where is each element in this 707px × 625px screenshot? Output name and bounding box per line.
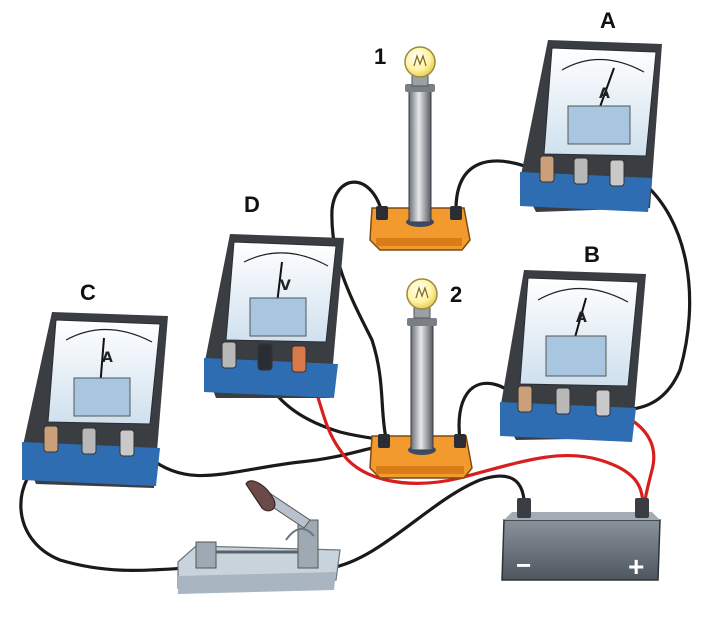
terminal-icon bbox=[43, 425, 59, 453]
terminal-icon bbox=[609, 159, 625, 187]
bulb-icon bbox=[406, 278, 438, 310]
label-a: A bbox=[600, 8, 616, 33]
label-bulb-1: 1 bbox=[374, 44, 386, 69]
terminal-icon bbox=[517, 385, 533, 413]
wire-ammeter-c-to-switch bbox=[19, 454, 190, 572]
terminal-icon bbox=[119, 429, 135, 457]
ammeter-a: A A bbox=[520, 8, 662, 212]
terminal-icon bbox=[81, 427, 97, 455]
terminal-icon bbox=[257, 343, 273, 371]
terminal-icon bbox=[573, 157, 589, 185]
terminal-icon bbox=[376, 206, 388, 220]
black-wires bbox=[19, 159, 692, 572]
lamp-holder-2 bbox=[369, 278, 473, 479]
battery-plus-sign: + bbox=[628, 551, 644, 582]
terminal-icon bbox=[539, 155, 555, 183]
battery-terminal-plus-icon bbox=[635, 498, 649, 518]
terminal-icon bbox=[555, 387, 571, 415]
wire-switch-to-battery-minus bbox=[328, 474, 526, 570]
battery-minus-sign: − bbox=[516, 550, 531, 580]
meter-symbol: A bbox=[599, 86, 610, 102]
battery: − + bbox=[501, 498, 661, 582]
terminal-icon bbox=[454, 434, 466, 448]
wire-bulb1-left-to-bulb2 bbox=[330, 180, 388, 440]
label-d: D bbox=[244, 192, 260, 217]
wire-ammeter-c-to-bulb2 bbox=[148, 444, 384, 478]
wire-ammeter-a-to-ammeter-b bbox=[616, 178, 692, 412]
meter-symbol: A bbox=[102, 350, 113, 366]
meter-symbol: A bbox=[576, 310, 587, 326]
label-c: C bbox=[80, 280, 96, 305]
meter-symbol: V bbox=[280, 278, 291, 294]
bulb-icon bbox=[404, 46, 436, 78]
label-bulb-2: 2 bbox=[450, 282, 462, 307]
lamp-holder-1 bbox=[369, 46, 471, 251]
switch-handle-icon bbox=[245, 480, 276, 512]
battery-terminal-minus-icon bbox=[517, 498, 531, 518]
terminal-icon bbox=[378, 434, 390, 448]
terminal-icon bbox=[450, 206, 462, 220]
ammeter-c: A C bbox=[22, 280, 168, 488]
ammeter-b: A B bbox=[500, 242, 646, 442]
knife-switch bbox=[177, 480, 341, 594]
terminal-icon bbox=[595, 389, 611, 417]
terminal-icon bbox=[221, 341, 237, 369]
label-b: B bbox=[584, 242, 600, 267]
voltmeter-d: V D bbox=[204, 192, 344, 398]
terminal-icon bbox=[291, 345, 307, 373]
